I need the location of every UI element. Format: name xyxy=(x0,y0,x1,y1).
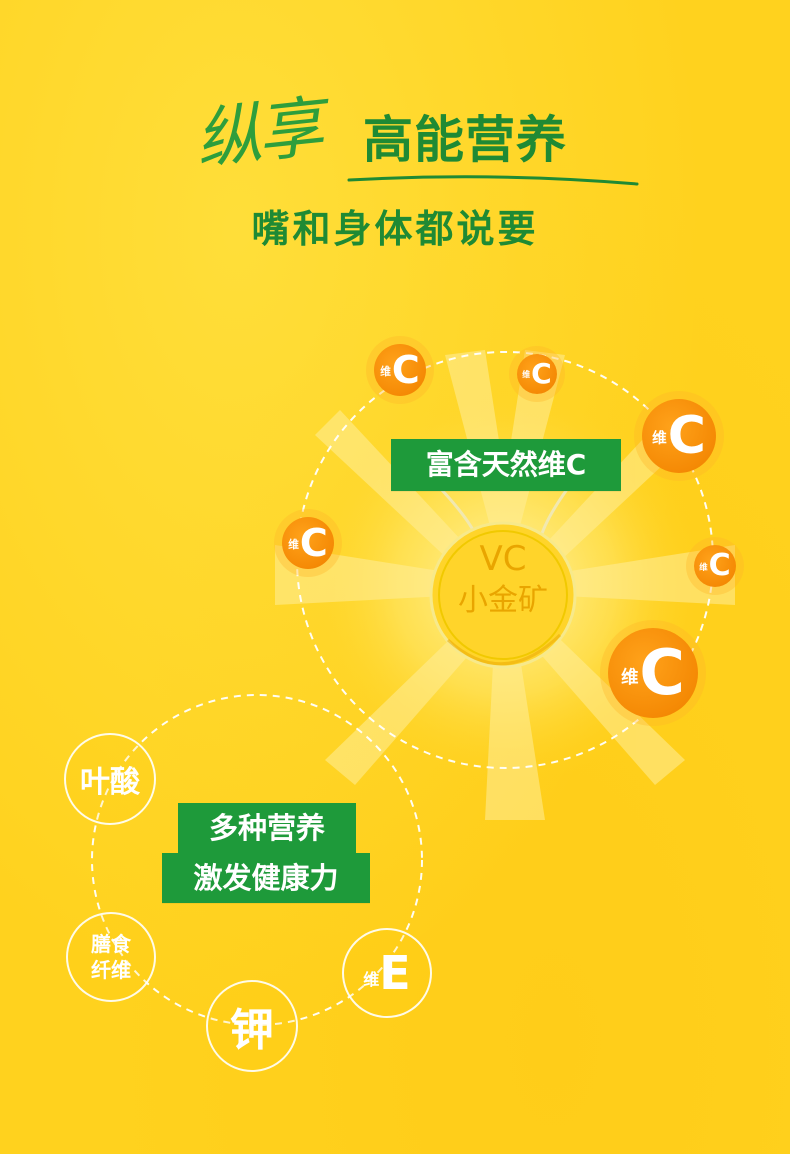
vitamin-c-badge: 维 C xyxy=(374,344,426,396)
vitamin-c-badge: 维 C xyxy=(517,354,557,394)
vitamin-e-prefix: 维 xyxy=(363,970,380,989)
potassium-label: 钾 xyxy=(230,1005,274,1056)
vc-label: 富含天然维C xyxy=(391,439,621,491)
vitamin-e-letter: E xyxy=(379,946,411,1000)
folic-acid-circle: 叶酸 xyxy=(64,733,156,825)
vitamin-c-badge: 维 C xyxy=(282,517,334,569)
subtitle: 嘴和身体都说要 xyxy=(251,207,539,251)
medal-line2: 小金矿 xyxy=(458,583,548,618)
fiber-line2: 纤维 xyxy=(91,958,131,982)
vitamin-c-badge: 维 C xyxy=(608,628,698,718)
fiber-line1: 膳食 xyxy=(91,932,131,956)
potassium-circle: 钾 xyxy=(206,980,298,1072)
vitamin-c-badge: 维 C xyxy=(642,399,716,473)
headline: 纵享 高能营养 xyxy=(192,72,655,192)
dietary-fiber-circle: 膳食 纤维 xyxy=(66,912,156,1002)
vitamin-e-circle: 维 E xyxy=(342,928,432,1018)
vitamin-c-badge: 维 C xyxy=(694,545,736,587)
nutrients-label-2: 激发健康力 xyxy=(162,853,370,903)
headline-bold: 高能营养 xyxy=(363,111,567,169)
medal-line1: VC xyxy=(479,539,527,579)
nutrients-label-1: 多种营养 xyxy=(178,803,356,853)
headline-script: 纵享 xyxy=(191,88,324,179)
folic-acid-label: 叶酸 xyxy=(80,765,140,800)
underline-swoosh xyxy=(347,175,639,186)
